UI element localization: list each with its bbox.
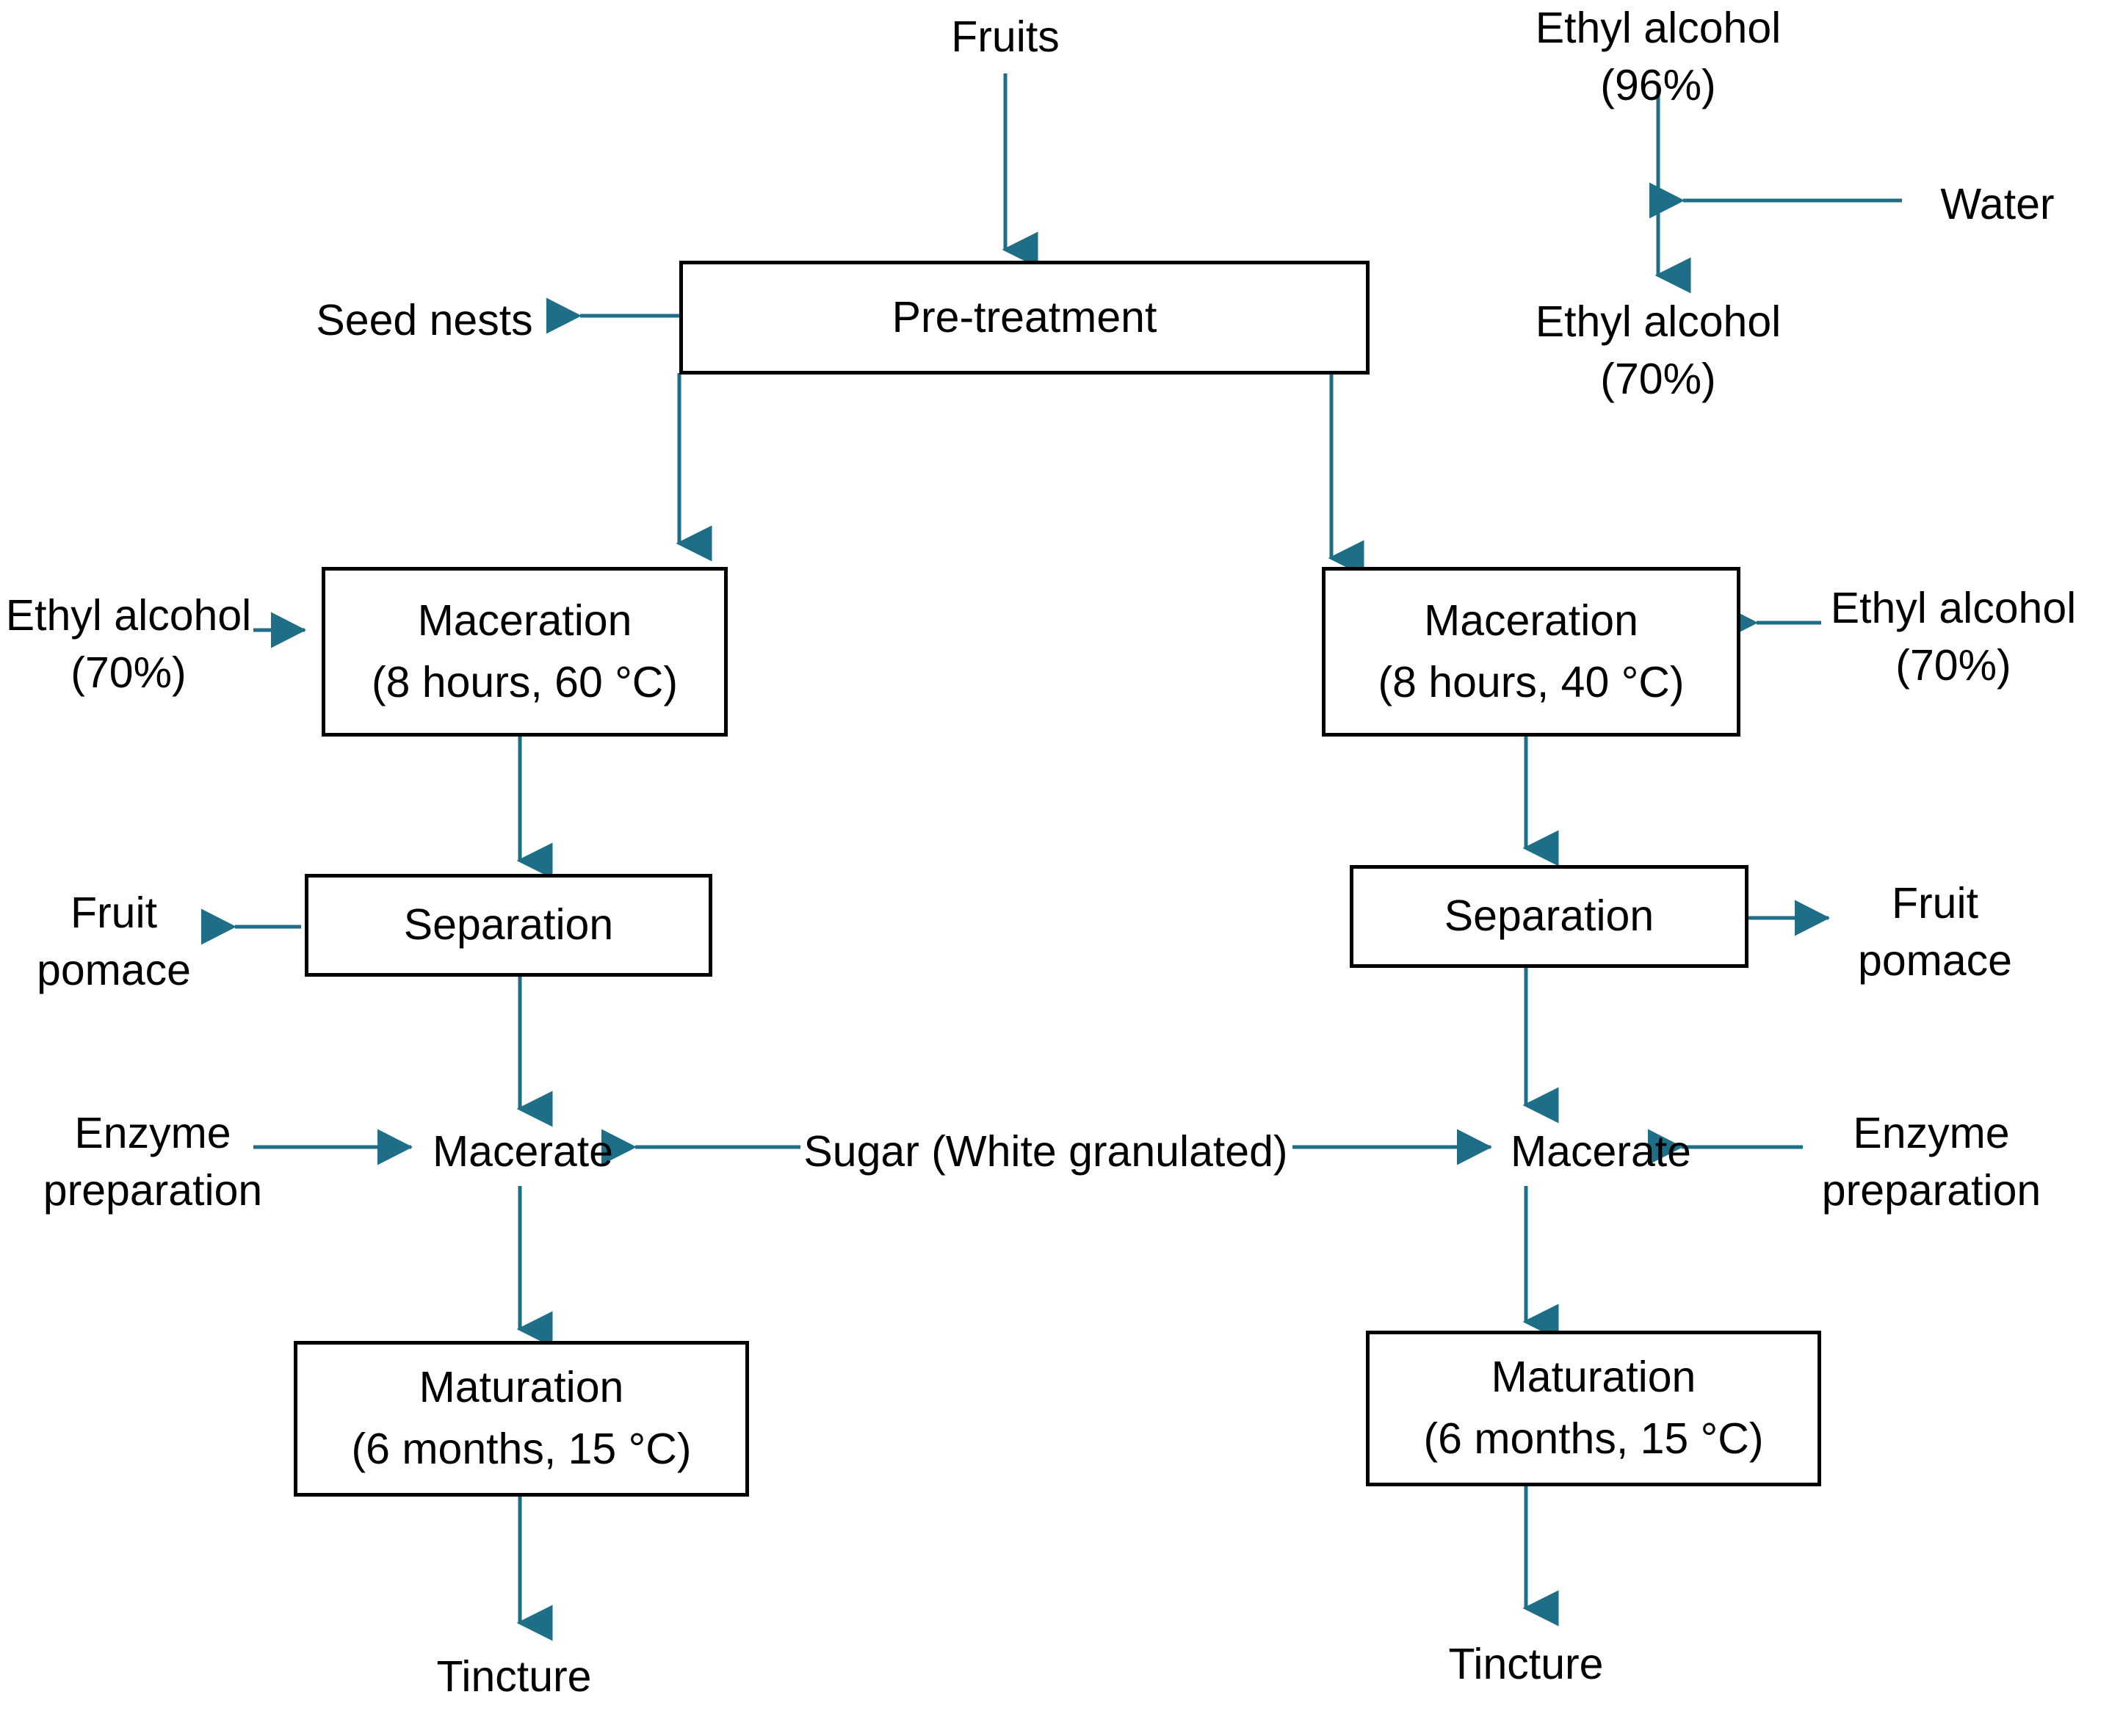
process-box-maceration-right-line2: (8 hours, 40 °C) <box>1378 657 1685 706</box>
node-ethyl-alcohol-70-left-line2: (70%) <box>70 648 187 697</box>
node-enzyme-preparation-right: Enzyme preparation <box>1822 1105 2041 1220</box>
process-box-maceration-left-line1: Maceration <box>417 596 632 645</box>
process-box-maturation-left-line1: Maturation <box>419 1363 624 1412</box>
node-enzyme-preparation-right-line1: Enzyme <box>1853 1109 2010 1157</box>
process-box-pre-treatment[interactable]: Pre-treatment <box>679 261 1370 375</box>
process-box-maturation-right[interactable]: Maturation (6 months, 15 °C) <box>1366 1331 1821 1486</box>
node-ethyl-alcohol-96-line2: (96%) <box>1600 60 1716 109</box>
node-macerate-left-label: Macerate <box>433 1127 613 1176</box>
node-macerate-right-label: Macerate <box>1511 1127 1691 1176</box>
process-box-maceration-right-line1: Maceration <box>1424 596 1638 645</box>
process-box-maceration-right[interactable]: Maceration (8 hours, 40 °C) <box>1322 567 1740 737</box>
process-box-maceration-left[interactable]: Maceration (8 hours, 60 °C) <box>322 567 728 737</box>
node-ethyl-alcohol-96-line1: Ethyl alcohol <box>1535 4 1782 52</box>
process-box-separation-right[interactable]: Separation <box>1350 865 1748 968</box>
process-box-maceration-left-line2: (8 hours, 60 °C) <box>371 657 679 706</box>
node-enzyme-preparation-left: Enzyme preparation <box>43 1105 263 1220</box>
node-enzyme-preparation-left-line2: preparation <box>43 1165 263 1215</box>
node-sugar-label: Sugar (White granulated) <box>803 1127 1288 1176</box>
process-box-maturation-left[interactable]: Maturation (6 months, 15 °C) <box>294 1341 749 1497</box>
node-seed-nests: Seed nests <box>316 292 532 350</box>
node-tincture-right-label: Tincture <box>1448 1640 1604 1688</box>
node-fruit-pomace-right-line1: Fruit <box>1892 879 1978 927</box>
node-sugar: Sugar (White granulated) <box>803 1124 1287 1181</box>
node-ethyl-alcohol-70-left: Ethyl alcohol (70%) <box>6 587 252 702</box>
node-enzyme-preparation-right-line2: preparation <box>1821 1165 2041 1215</box>
node-ethyl-alcohol-70-right-line2: (70%) <box>1895 640 2011 690</box>
node-water: Water <box>1940 176 2054 234</box>
node-tincture-left: Tincture <box>437 1649 592 1706</box>
process-box-separation-right-label: Separation <box>1444 891 1654 941</box>
node-fruit-pomace-right: Fruit pomace <box>1858 875 2012 990</box>
node-tincture-right: Tincture <box>1449 1636 1604 1693</box>
node-enzyme-preparation-left-line1: Enzyme <box>74 1109 231 1157</box>
node-fruit-pomace-left: Fruit pomace <box>37 885 191 999</box>
node-ethyl-alcohol-70-top: Ethyl alcohol (70%) <box>1536 294 1782 408</box>
process-box-maturation-right-line1: Maturation <box>1491 1353 1696 1402</box>
process-box-maturation-right-line2: (6 months, 15 °C) <box>1423 1414 1764 1463</box>
node-seed-nests-label: Seed nests <box>316 296 533 344</box>
node-ethyl-alcohol-70-right: Ethyl alcohol (70%) <box>1831 580 2077 695</box>
process-box-separation-left-label: Separation <box>403 900 614 950</box>
process-box-maturation-left-line2: (6 months, 15 °C) <box>351 1425 692 1473</box>
node-fruit-pomace-left-line2: pomace <box>37 945 191 994</box>
node-ethyl-alcohol-70-right-line1: Ethyl alcohol <box>1830 584 2077 632</box>
node-ethyl-alcohol-70-top-line2: (70%) <box>1600 354 1716 403</box>
node-fruit-pomace-left-line1: Fruit <box>70 889 157 937</box>
node-fruits-label: Fruits <box>951 12 1060 61</box>
node-water-label: Water <box>1940 180 2055 228</box>
node-ethyl-alcohol-70-top-line1: Ethyl alcohol <box>1535 297 1782 346</box>
process-box-pre-treatment-label: Pre-treatment <box>891 292 1157 341</box>
node-macerate-left: Macerate <box>433 1124 613 1181</box>
node-fruit-pomace-right-line2: pomace <box>1858 936 2012 985</box>
node-ethyl-alcohol-96: Ethyl alcohol (96%) <box>1536 0 1782 115</box>
node-ethyl-alcohol-70-left-line1: Ethyl alcohol <box>5 591 252 640</box>
node-macerate-right: Macerate <box>1511 1124 1691 1181</box>
node-tincture-left-label: Tincture <box>436 1652 592 1701</box>
node-fruits: Fruits <box>951 9 1060 66</box>
process-box-separation-left[interactable]: Separation <box>305 874 712 977</box>
